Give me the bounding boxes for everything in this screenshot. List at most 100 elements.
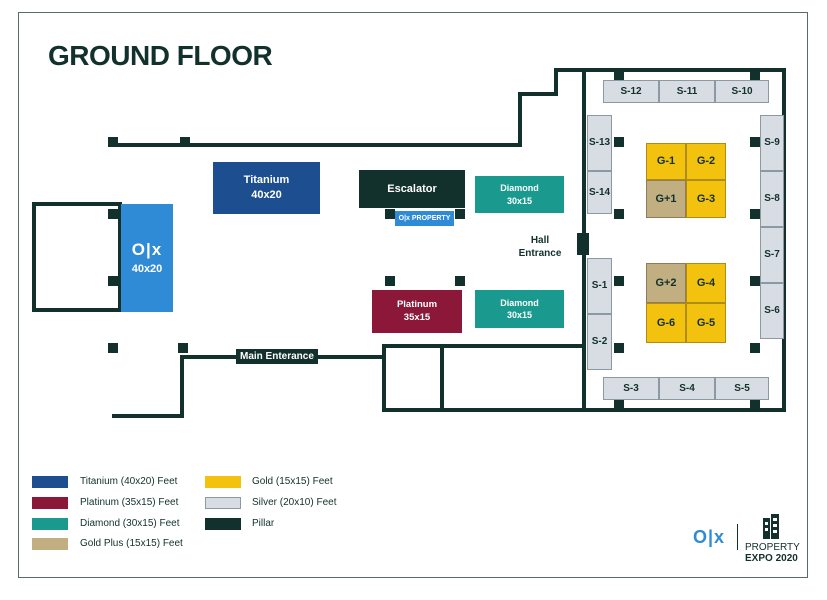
wall xyxy=(382,344,386,412)
booth-olx[interactable]: O|x 40x20 xyxy=(121,204,173,312)
stall-g-5[interactable]: G-5 xyxy=(686,303,726,343)
booth-size: 30x15 xyxy=(506,195,533,206)
booth-name: Platinum xyxy=(396,298,438,310)
stall-g-3[interactable]: G-3 xyxy=(686,180,726,218)
legend-swatch-gold xyxy=(205,476,241,488)
olx-logo: O|x xyxy=(131,240,163,260)
pillar xyxy=(614,209,624,219)
pillar xyxy=(455,276,465,286)
wall xyxy=(180,355,184,418)
legend-gold: Gold (15x15) Feet xyxy=(252,476,333,487)
booth-titanium[interactable]: Titanium 40x20 xyxy=(213,162,320,214)
building-icon xyxy=(762,514,780,545)
pillar xyxy=(750,209,760,219)
pillar xyxy=(614,276,624,286)
stall-label: G-4 xyxy=(696,276,716,289)
hall-label-line1: Hall xyxy=(530,235,550,246)
stall-label: S-1 xyxy=(591,280,608,292)
stall-s-8[interactable]: S-8 xyxy=(760,171,784,227)
pillar xyxy=(750,276,760,286)
stall-s-14[interactable]: S-14 xyxy=(587,171,612,214)
booth-size: 35x15 xyxy=(403,311,431,323)
booth-diamond-top[interactable]: Diamond 30x15 xyxy=(475,176,564,213)
stall-s-5[interactable]: S-5 xyxy=(715,377,769,400)
stall-s-6[interactable]: S-6 xyxy=(760,283,784,339)
legend-goldplus: Gold Plus (15x15) Feet xyxy=(80,538,183,549)
stall-gplus-1[interactable]: G+1 xyxy=(646,180,686,218)
booth-size: 30x15 xyxy=(506,310,533,320)
wall xyxy=(582,252,586,412)
stall-s-4[interactable]: S-4 xyxy=(659,377,715,400)
legend-swatch-silver xyxy=(205,497,241,509)
legend-platinum: Platinum (35x15) Feet xyxy=(80,497,179,508)
booth-diamond-bottom[interactable]: Diamond 30x15 xyxy=(475,290,564,328)
map-frame xyxy=(18,12,808,578)
olx-property-sign: O|x PROPERTY xyxy=(395,211,454,226)
legend-swatch-diamond xyxy=(32,518,68,530)
legend-swatch-goldplus xyxy=(32,538,68,550)
stall-s-12[interactable]: S-12 xyxy=(603,80,659,103)
stall-label: G+2 xyxy=(655,276,677,289)
stall-g-4[interactable]: G-4 xyxy=(686,263,726,303)
brand-expo: EXPO 2020 xyxy=(745,553,798,564)
wall xyxy=(118,202,122,312)
booth-name: Diamond xyxy=(500,183,539,194)
brand-divider xyxy=(737,524,738,550)
pillar xyxy=(180,137,190,147)
stall-label: G+1 xyxy=(655,192,677,205)
stall-gplus-2[interactable]: G+2 xyxy=(646,263,686,303)
stall-s-1[interactable]: S-1 xyxy=(587,258,612,314)
pillar xyxy=(108,209,118,219)
pillar xyxy=(614,398,624,408)
pillar xyxy=(614,71,624,81)
stall-g-1[interactable]: G-1 xyxy=(646,143,686,180)
escalator-label: Escalator xyxy=(387,182,437,195)
hall-entrance-door xyxy=(577,233,589,255)
pillar xyxy=(108,137,118,147)
stall-s-2[interactable]: S-2 xyxy=(587,314,612,370)
pillar xyxy=(614,343,624,353)
pillar xyxy=(385,209,395,219)
wall xyxy=(782,68,786,412)
stall-g-2[interactable]: G-2 xyxy=(686,143,726,180)
stall-s-11[interactable]: S-11 xyxy=(659,80,715,103)
booth-platinum[interactable]: Platinum 35x15 xyxy=(372,290,462,333)
stall-label: G-5 xyxy=(696,316,716,329)
stall-label: S-12 xyxy=(620,85,642,97)
stall-label: S-5 xyxy=(734,382,750,394)
olx-brand-logo: O|x xyxy=(693,527,726,547)
stall-label: S-6 xyxy=(764,305,780,317)
booth-size: 40x20 xyxy=(251,189,282,201)
escalator: Escalator xyxy=(359,170,465,208)
pillar xyxy=(750,343,760,353)
wall xyxy=(554,68,558,96)
stall-s-13[interactable]: S-13 xyxy=(587,115,612,171)
pillar xyxy=(455,209,465,219)
pillar xyxy=(178,343,188,353)
legend-diamond: Diamond (30x15) Feet xyxy=(80,518,180,529)
legend-pillar: Pillar xyxy=(252,518,275,529)
stall-g-6[interactable]: G-6 xyxy=(646,303,686,343)
legend-silver: Silver (20x10) Feet xyxy=(252,497,337,508)
hall-label-line2: Entrance xyxy=(518,248,562,259)
wall xyxy=(32,202,122,206)
stall-s-7[interactable]: S-7 xyxy=(760,227,784,283)
stall-s-9[interactable]: S-9 xyxy=(760,115,784,171)
stall-label: S-3 xyxy=(623,382,639,394)
stall-label: S-11 xyxy=(676,85,698,97)
stall-label: S-10 xyxy=(731,85,753,97)
legend-swatch-pillar xyxy=(205,518,241,530)
stall-label: S-2 xyxy=(591,336,608,348)
stall-label: G-3 xyxy=(696,192,716,205)
wall xyxy=(180,355,240,359)
pillar xyxy=(108,343,118,353)
booth-size: 40x20 xyxy=(131,263,163,276)
wall xyxy=(518,92,558,96)
wall xyxy=(582,408,786,412)
booth-name: Titanium xyxy=(243,174,290,187)
stall-label: S-7 xyxy=(764,249,780,261)
stall-s-3[interactable]: S-3 xyxy=(603,377,659,400)
stall-label: S-9 xyxy=(764,137,780,149)
stall-s-10[interactable]: S-10 xyxy=(715,80,769,103)
brand-property: PROPERTY xyxy=(745,542,800,553)
